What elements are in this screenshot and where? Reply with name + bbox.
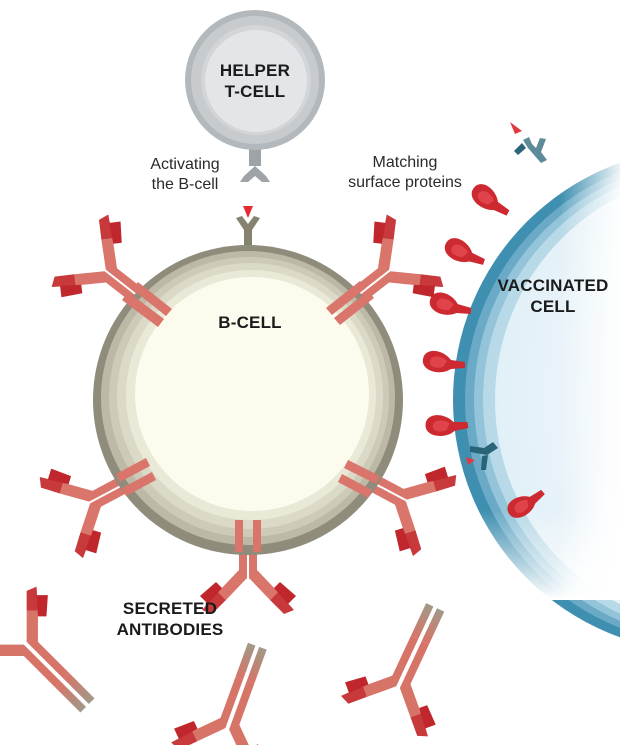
vaccinated-fade-right	[560, 100, 620, 600]
stem	[116, 458, 150, 482]
stem	[338, 474, 372, 498]
secreted-antibodies	[0, 582, 481, 745]
b-cell-receptor	[236, 216, 260, 250]
stem	[326, 281, 366, 315]
t-cell-core	[205, 30, 307, 132]
t-cell-receptor-arms	[240, 166, 270, 182]
secreted-antibodies-label: SECRETED ANTIBODIES	[116, 599, 224, 639]
stem	[344, 460, 380, 484]
b-cell	[93, 245, 403, 555]
activating-label: Activating the B-cell	[150, 156, 220, 193]
vaccinated-cell-label: VACCINATED CELL	[497, 276, 609, 316]
stem	[122, 292, 164, 327]
b-cell-antibody-stems	[116, 281, 380, 552]
helper-t-cell	[185, 10, 325, 182]
vaccinated-receptor-bottom	[466, 442, 498, 470]
antigen-fragment	[466, 457, 475, 465]
t-cell-receptor-stalk	[249, 146, 261, 166]
secreted-antibody	[167, 629, 305, 745]
secreted-antibody	[337, 586, 481, 741]
matching-proteins-label: Matching surface proteins	[348, 154, 462, 191]
stem	[334, 291, 374, 325]
antigen-fragment	[510, 122, 522, 134]
b-cell-label: B-CELL	[218, 313, 282, 332]
stem	[253, 520, 261, 552]
stem	[235, 520, 243, 552]
helper-t-cell-label: HELPER T-CELL	[219, 61, 291, 101]
b-cell-core	[135, 277, 369, 511]
stem	[132, 282, 172, 316]
stem	[122, 472, 156, 496]
antigen-triangle	[243, 206, 253, 218]
vaccinated-receptor-top	[510, 122, 547, 163]
